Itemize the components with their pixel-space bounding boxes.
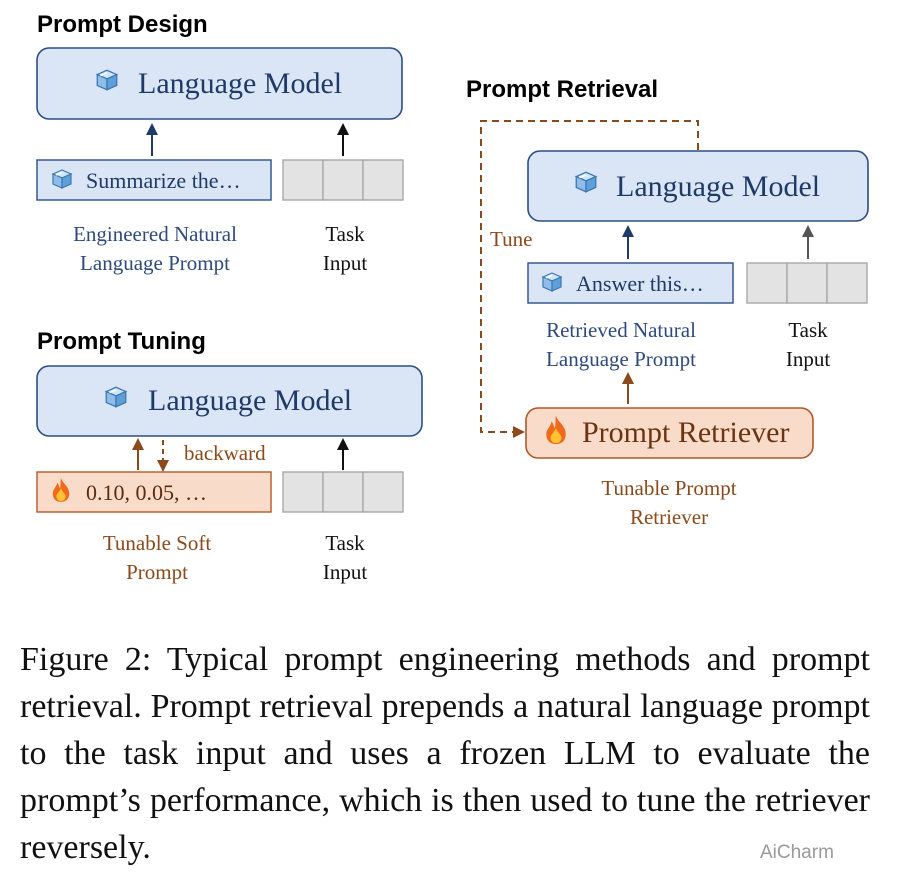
prompt-design-task-input-box (282, 159, 404, 201)
prompt-retrieval-task-caption-line2: Input (786, 347, 830, 371)
prompt-tuning-language-model-label: Language Model (148, 384, 352, 417)
ice-cube-icon (52, 169, 72, 189)
prompt-tuning-panel: Prompt Tuning Language Model backward 0.… (36, 328, 423, 584)
prompt-retrieval-language-model-label: Language Model (616, 170, 820, 203)
tune-label: Tune (490, 227, 532, 251)
prompt-design-title: Prompt Design (37, 11, 208, 38)
prompt-design-prompt-caption-line2: Language Prompt (80, 251, 230, 275)
prompt-tuning-soft-prompt-text: 0.10, 0.05, … (86, 480, 207, 505)
prompt-retrieval-panel: Prompt Retrieval Tune Language Model Ans… (466, 76, 869, 529)
prompt-tuning-title: Prompt Tuning (37, 328, 206, 355)
prompt-design-task-caption-line2: Input (323, 251, 367, 275)
ice-cube-icon (105, 386, 127, 408)
prompt-tuning-task-input-box (282, 471, 404, 513)
tune-label-bg (487, 226, 541, 250)
prompt-tuning-prompt-caption-line2: Prompt (126, 560, 188, 584)
prompt-retrieval-language-model-box (527, 150, 869, 222)
prompt-retriever-label: Prompt Retriever (582, 416, 789, 449)
prompt-retrieval-prompt-text: Answer this… (576, 271, 704, 296)
prompt-design-language-model-box (36, 47, 403, 120)
prompt-retrieval-title: Prompt Retrieval (466, 76, 658, 103)
prompt-design-prompt-caption-line1: Engineered Natural (73, 222, 237, 246)
prompt-retrieval-task-input-box (746, 262, 868, 304)
prompt-retriever-caption-line1: Tunable Prompt (601, 476, 736, 500)
prompt-design-prompt-text: Summarize the… (86, 168, 241, 193)
prompt-tuning-task-caption-line2: Input (323, 560, 367, 584)
ice-cube-icon (96, 69, 118, 91)
prompt-retrieval-prompt-box (527, 262, 734, 304)
prompt-design-panel: Prompt Design Language Model Summarize t… (36, 11, 404, 275)
prompt-design-task-caption-line1: Task (325, 222, 365, 246)
ice-cube-icon (542, 272, 562, 292)
tune-feedback-loop (480, 120, 699, 438)
prompt-tuning-backward-label: backward (184, 441, 266, 465)
prompt-design-prompt-box (36, 159, 272, 201)
prompt-tuning-task-caption-line1: Task (325, 531, 365, 555)
prompt-retrieval-task-caption-line1: Task (788, 318, 828, 342)
watermark-text: AiCharm (760, 842, 834, 863)
prompt-retrieval-prompt-caption-line2: Language Prompt (546, 347, 696, 371)
figure-diagram: Prompt Design Language Model Summarize t… (36, 11, 869, 584)
prompt-retriever-caption-line2: Retriever (630, 505, 708, 529)
prompt-retriever-box (525, 407, 814, 459)
prompt-retrieval-prompt-caption-line1: Retrieved Natural (546, 318, 696, 342)
prompt-tuning-prompt-caption-line1: Tunable Soft (103, 531, 211, 555)
prompt-tuning-soft-prompt-box (36, 471, 272, 513)
prompt-tuning-language-model-box (36, 365, 423, 437)
figure-caption: Figure 2: Typical prompt engineering met… (20, 641, 870, 866)
prompt-design-language-model-label: Language Model (138, 67, 342, 100)
ice-cube-icon (575, 171, 597, 193)
